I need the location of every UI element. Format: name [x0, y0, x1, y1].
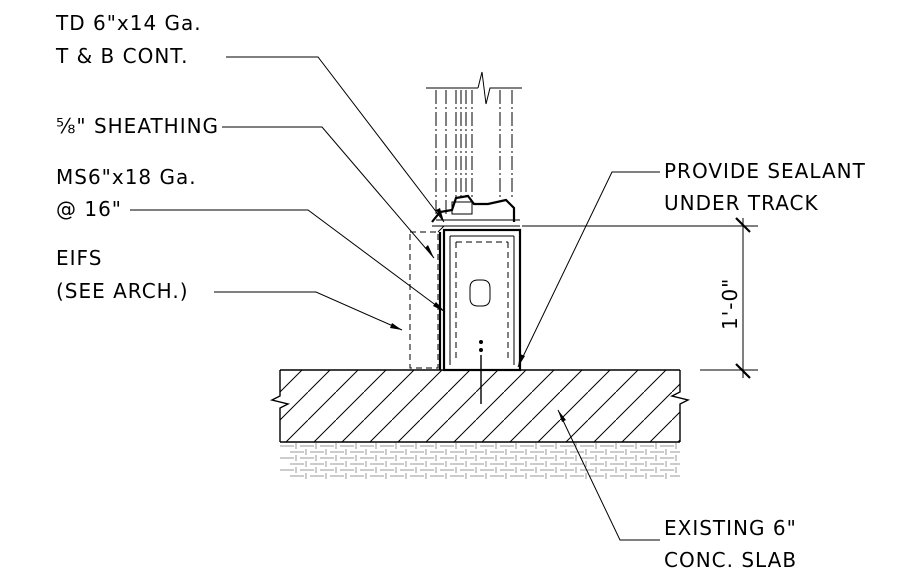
eifs-label-line1: EIFS	[56, 246, 102, 270]
dimension-label: 1'-0"	[718, 278, 742, 330]
slab-label-line1: EXISTING 6"	[664, 516, 797, 540]
sealant-label-line1: PROVIDE SEALANT	[664, 159, 866, 183]
stud-wall-assembly	[409, 194, 522, 404]
ms-label-line1: MS6"x18 Ga.	[56, 165, 197, 189]
concrete-slab	[269, 369, 691, 443]
td-label-line2: T & B CONT.	[55, 44, 188, 68]
sheathing-label: ⅝" SHEATHING	[56, 114, 219, 138]
td-label-line1: TD 6"x14 Ga.	[55, 11, 202, 35]
eifs-label-line2: (SEE ARCH.)	[56, 279, 189, 303]
ms-label-line2: @ 16"	[56, 197, 122, 221]
wall-above	[426, 71, 522, 214]
sealant-label-line2: UNDER TRACK	[664, 191, 819, 215]
subgrade-pattern	[280, 443, 680, 479]
dimension-1ft	[522, 217, 758, 379]
slab-label-line2: CONC. SLAB	[664, 548, 797, 572]
leader-lines	[130, 56, 660, 541]
